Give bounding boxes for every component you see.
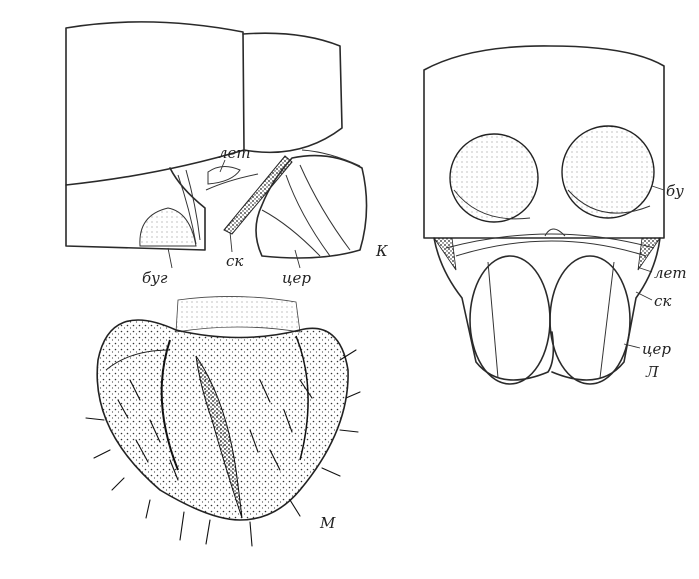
panel-l: бу лет ск цер Л <box>424 46 687 384</box>
panel-k-cercus <box>256 150 367 258</box>
panel-k-label-tser: цер <box>282 269 311 287</box>
panel-k-label-let: лет <box>218 144 251 162</box>
panel-m: М <box>86 296 360 546</box>
panel-k-label-sk: ск <box>226 252 243 270</box>
panel-l-label-let: лет <box>654 264 687 282</box>
panel-k-abdomen-segments <box>66 22 342 250</box>
panel-k-label-bug: буг <box>142 269 168 287</box>
panel-l-label-tser: цер <box>642 340 671 358</box>
panel-l-letter: Л <box>645 363 659 381</box>
panel-k-let-structure <box>206 166 258 190</box>
panel-l-abdomen <box>424 46 664 238</box>
panel-k-bug-patch <box>140 208 196 246</box>
panel-m-body <box>97 296 348 520</box>
panel-l-label-sk: ск <box>654 292 671 310</box>
panel-k: лет ск буг цер К <box>66 22 388 287</box>
panel-k-letter: К <box>375 242 388 260</box>
panel-l-label-bug: бу <box>666 182 684 200</box>
panel-l-cerci <box>434 234 660 384</box>
panel-m-letter: М <box>319 514 336 532</box>
